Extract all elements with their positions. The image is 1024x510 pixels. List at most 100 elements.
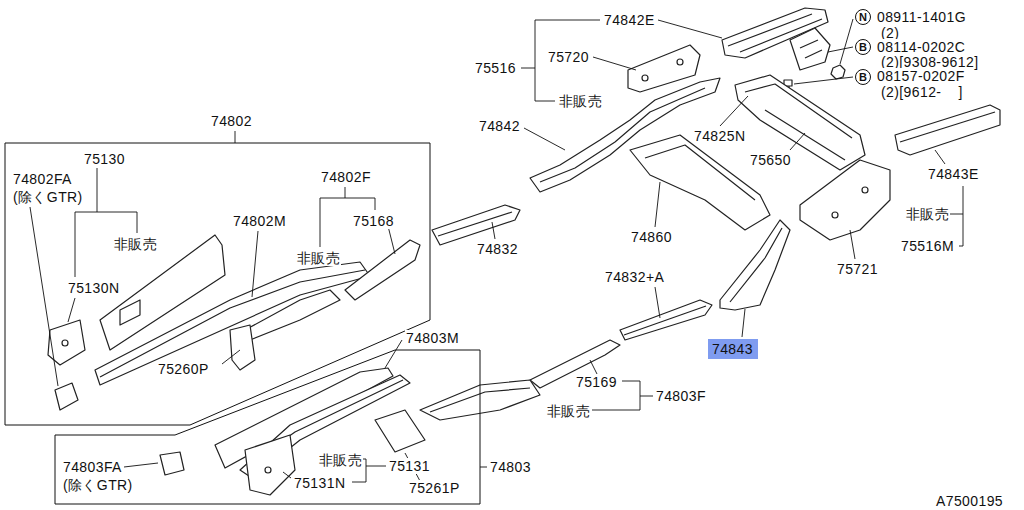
- part-label: 74803F: [655, 388, 707, 404]
- part-number: 74843: [712, 341, 754, 357]
- hole: [862, 187, 868, 193]
- part-label: 75131: [388, 458, 431, 474]
- assembly-number: 74803: [489, 459, 532, 475]
- part-label: 非販売: [546, 403, 591, 419]
- part-label: 74842: [478, 118, 521, 134]
- part-label: 74802FA: [12, 171, 73, 187]
- leader-line: [492, 222, 495, 239]
- part-outline: [432, 205, 520, 245]
- leader-line: [252, 231, 258, 297]
- hole: [265, 467, 271, 473]
- leader-line: [283, 472, 291, 478]
- part-label: 非販売: [905, 206, 950, 222]
- part-detail: [100, 270, 365, 377]
- leader-line: [593, 57, 636, 70]
- part-label: 75721: [836, 261, 879, 277]
- hole: [642, 75, 648, 81]
- leader-line: [850, 230, 855, 259]
- part-label: 75131N: [293, 475, 346, 491]
- part-outline: [55, 383, 78, 410]
- circle-letter: B: [859, 72, 867, 83]
- leader-line: [222, 350, 240, 364]
- part-outline: [895, 105, 1000, 155]
- part-label: 非販売: [558, 93, 603, 109]
- part-label: 75720: [547, 49, 590, 65]
- hole: [832, 212, 838, 218]
- part-outline: [720, 220, 790, 310]
- part-label: 75261P: [408, 480, 461, 496]
- part-label: 74832: [476, 241, 519, 257]
- part-label: 75130N: [67, 280, 120, 296]
- fastener-code-circle: B: [855, 39, 871, 55]
- part-detail: [438, 212, 512, 236]
- part-detail: [900, 112, 995, 142]
- part-label: 75168: [352, 213, 395, 229]
- part-label: 74843E: [927, 166, 980, 182]
- leader-line: [524, 128, 565, 150]
- leader-line: [742, 309, 745, 337]
- part-outline: [630, 135, 770, 230]
- part-label: 74825N: [693, 128, 746, 144]
- part-outline: [790, 28, 830, 70]
- leader-line: [655, 287, 660, 318]
- part-label: 08911-1401G: [876, 9, 967, 25]
- fastener-code-circle: B: [855, 69, 871, 85]
- part-label: 75516M: [900, 238, 955, 254]
- circle-letter: B: [859, 42, 867, 53]
- hole: [677, 59, 683, 65]
- leader-line: [790, 133, 805, 150]
- bracket: [521, 20, 600, 101]
- leader-line: [235, 131, 236, 143]
- frame-border: [5, 143, 430, 425]
- part-label: 74842E: [603, 12, 656, 28]
- part-label: 75130: [83, 151, 126, 167]
- part-label: 74803FA: [62, 459, 123, 475]
- part-outline: [735, 75, 865, 170]
- part-label: 非販売: [296, 250, 341, 266]
- part-label: 74802M: [232, 213, 287, 229]
- part-label: 非販売: [113, 236, 158, 252]
- part-outline: [160, 452, 184, 475]
- assembly-number: 74802: [210, 113, 253, 129]
- part-outline: [345, 240, 420, 300]
- leader-line: [720, 96, 748, 126]
- part-label: 08114-0202C: [876, 39, 966, 55]
- leader-line: [30, 207, 58, 386]
- part-label: 75260P: [157, 361, 210, 377]
- part-label: 75650: [749, 152, 792, 168]
- part-outline: [230, 325, 255, 370]
- bracket: [950, 186, 963, 246]
- part-label: (2)[9612- ]: [880, 84, 964, 100]
- leader-line: [655, 182, 660, 227]
- fastener-code-circle: N: [855, 9, 871, 25]
- part-detail: [645, 145, 755, 200]
- leader-line: [385, 340, 402, 368]
- leader-line: [840, 19, 853, 64]
- leader-line: [658, 20, 722, 38]
- part-label: 75169: [575, 374, 618, 390]
- highlight-box: 74843: [708, 339, 758, 359]
- part-label: 非販売: [318, 452, 363, 468]
- part-label: (除くGTR): [12, 189, 84, 205]
- leader-line: [828, 47, 853, 52]
- leader-line: [935, 150, 945, 164]
- part-outline: [375, 410, 425, 452]
- part-detail: [120, 300, 140, 325]
- part-detail: [730, 228, 782, 302]
- part-outline: [620, 300, 712, 340]
- hole: [62, 340, 68, 346]
- leader-line: [68, 298, 75, 322]
- part-outline: [628, 45, 700, 92]
- leader-line: [794, 77, 853, 84]
- part-outline: [95, 262, 370, 385]
- part-outline: [245, 435, 295, 495]
- part-label: 74860: [630, 229, 673, 245]
- part-label: (除くGTR): [62, 477, 134, 493]
- leader-line: [124, 463, 158, 467]
- circle-letter: N: [859, 12, 867, 23]
- nut-symbol: [831, 65, 845, 79]
- leader-line: [480, 467, 487, 468]
- part-outline: [800, 160, 890, 240]
- part-label: 74803M: [405, 330, 460, 346]
